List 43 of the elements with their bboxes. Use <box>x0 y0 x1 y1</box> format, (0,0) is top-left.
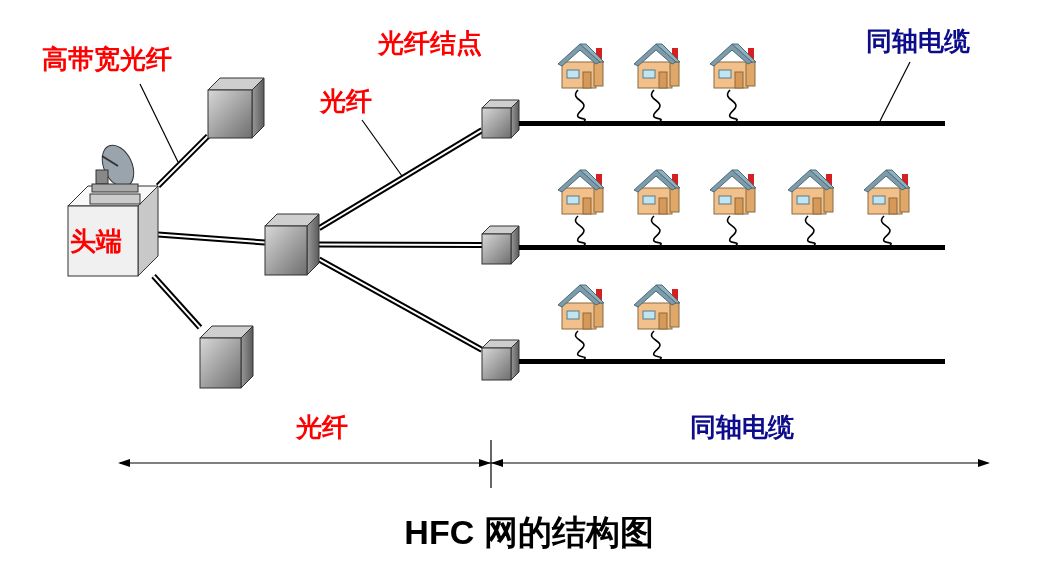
fiber-cable <box>319 241 482 248</box>
dimension-label: 同轴电缆 <box>690 412 794 444</box>
drop-cable <box>804 215 816 246</box>
fiber-cable <box>157 231 266 246</box>
house-icon <box>708 42 758 90</box>
node-cube <box>482 340 519 380</box>
dimension-label: 光纤 <box>296 412 348 444</box>
leader-line <box>879 61 911 122</box>
drop-cable <box>650 330 662 360</box>
house-icon <box>632 42 682 90</box>
callout-text: 光纤 <box>320 86 372 118</box>
callout-text: 高带宽光纤 <box>42 44 172 76</box>
node-cube <box>265 214 319 275</box>
house-icon <box>556 42 606 90</box>
node-cube <box>482 100 519 138</box>
leader-line <box>139 83 179 163</box>
drop-cable <box>574 89 586 122</box>
node-caption: 光纤结点 <box>378 28 482 60</box>
drop-cable <box>726 215 738 246</box>
caption: HFC 网的结构图 <box>404 513 654 551</box>
house-icon <box>632 168 682 216</box>
drop-cable <box>574 330 586 360</box>
house-icon <box>632 283 682 331</box>
node-label: 头端 <box>70 226 122 258</box>
house-icon <box>708 168 758 216</box>
leader-line <box>361 119 403 177</box>
fiber-cable <box>155 133 211 189</box>
drop-cable <box>726 89 738 122</box>
house-icon <box>786 168 836 216</box>
house-icon <box>862 168 912 216</box>
house-icon <box>556 283 606 331</box>
fiber-cable <box>317 127 484 231</box>
callout-text: 同轴电缆 <box>866 26 970 58</box>
drop-cable <box>574 215 586 246</box>
fiber-cable <box>317 256 484 353</box>
fiber-cable <box>151 274 203 330</box>
node-cube <box>200 326 253 388</box>
drop-cable <box>650 89 662 122</box>
drop-cable <box>880 215 892 246</box>
node-cube <box>482 226 519 264</box>
house-icon <box>556 168 606 216</box>
node-cube <box>208 78 264 138</box>
drop-cable <box>650 215 662 246</box>
